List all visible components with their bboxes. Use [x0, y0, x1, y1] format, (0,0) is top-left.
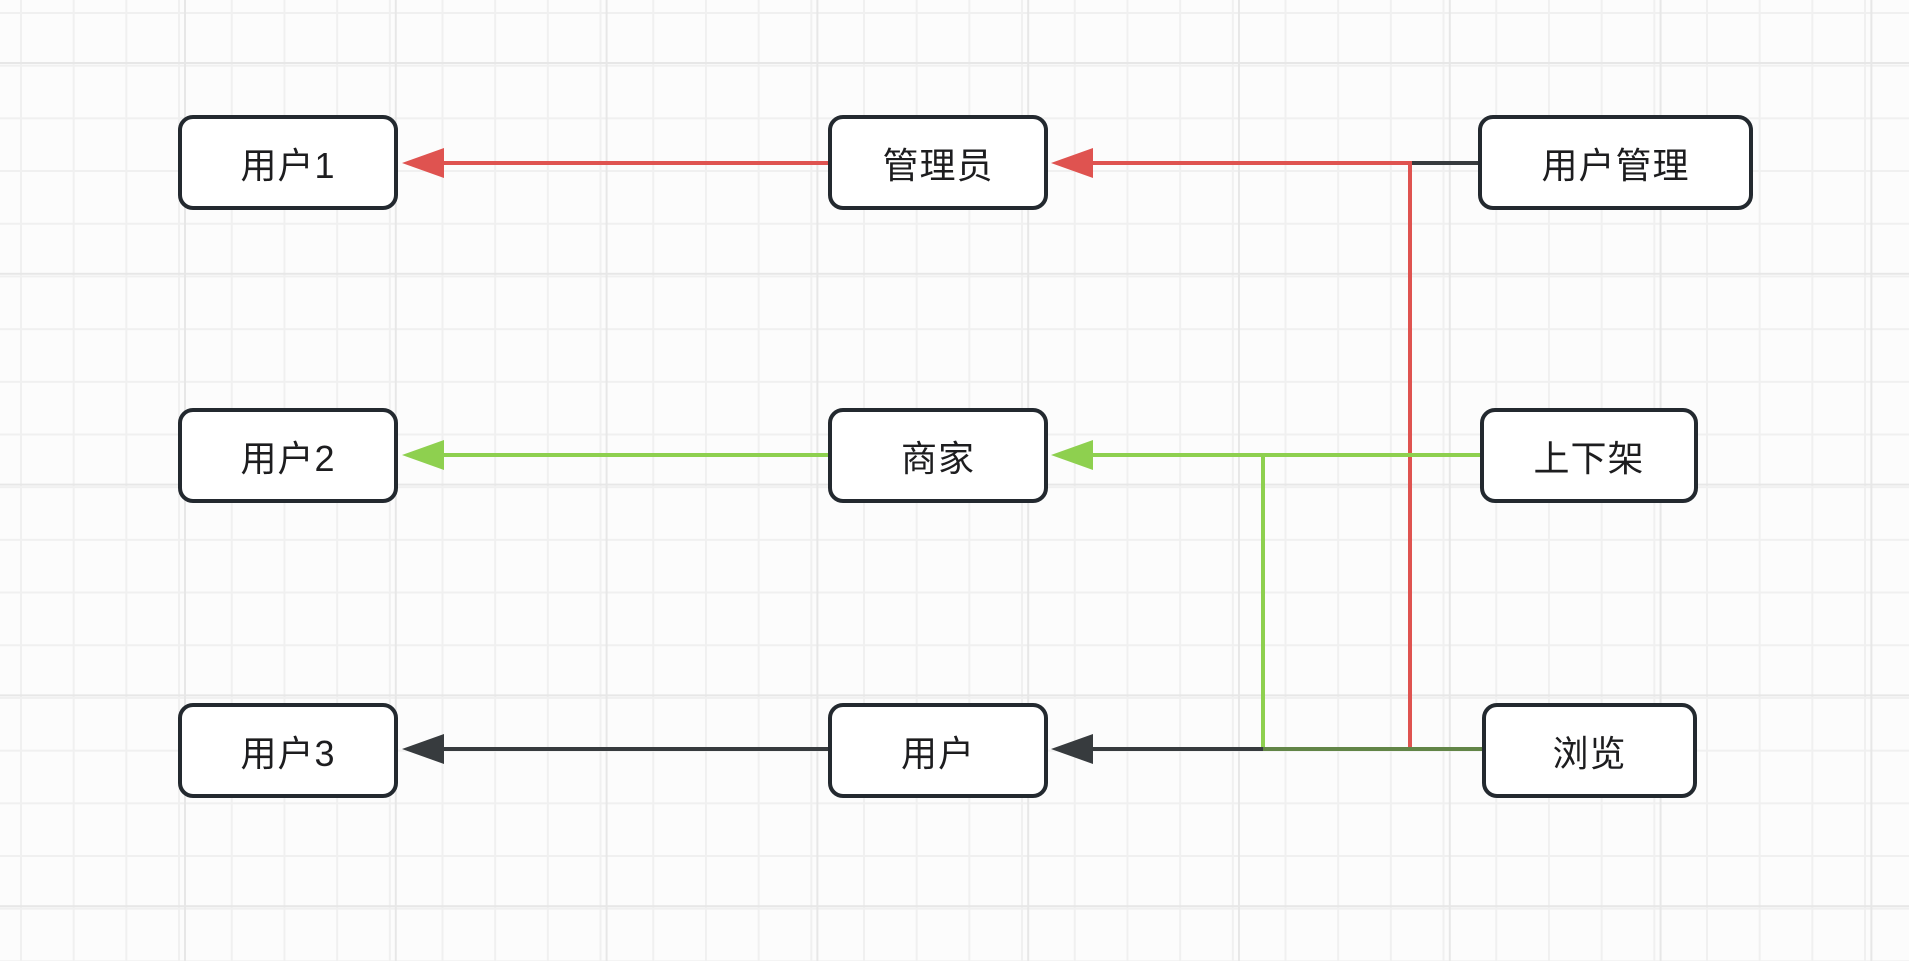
edge-user-to-user3-arrowhead[interactable]: [402, 734, 444, 764]
edge-red-to-admin[interactable]: [1092, 161, 1412, 749]
edge-browse-to-user-arrowhead[interactable]: [1051, 734, 1093, 764]
node-user-mgmt-label: 用户管理: [1541, 144, 1690, 186]
node-admin[interactable]: 管理员: [828, 115, 1048, 210]
node-user3[interactable]: 用户3: [178, 703, 398, 798]
node-merchant[interactable]: 商家: [828, 408, 1048, 503]
node-user3-label: 用户3: [240, 732, 336, 774]
node-browse[interactable]: 浏览: [1482, 703, 1697, 798]
node-user-mgmt[interactable]: 用户管理: [1478, 115, 1753, 210]
edge-merchant-to-user2-arrowhead[interactable]: [402, 440, 444, 470]
node-admin-label: 管理员: [882, 144, 994, 186]
node-listing[interactable]: 上下架: [1480, 408, 1698, 503]
node-user[interactable]: 用户: [828, 703, 1048, 798]
node-browse-label: 浏览: [1552, 732, 1627, 774]
node-user1[interactable]: 用户1: [178, 115, 398, 210]
edge-red-to-admin-arrowhead[interactable]: [1051, 148, 1093, 178]
edge-listing-to-merchant-arrowhead[interactable]: [1051, 440, 1093, 470]
node-user-label: 用户: [900, 732, 975, 774]
node-listing-label: 上下架: [1533, 437, 1645, 479]
node-user2-label: 用户2: [240, 437, 336, 479]
node-user1-label: 用户1: [240, 144, 336, 186]
edge-admin-to-user1-arrowhead[interactable]: [402, 148, 444, 178]
node-user2[interactable]: 用户2: [178, 408, 398, 503]
node-merchant-label: 商家: [900, 437, 975, 479]
